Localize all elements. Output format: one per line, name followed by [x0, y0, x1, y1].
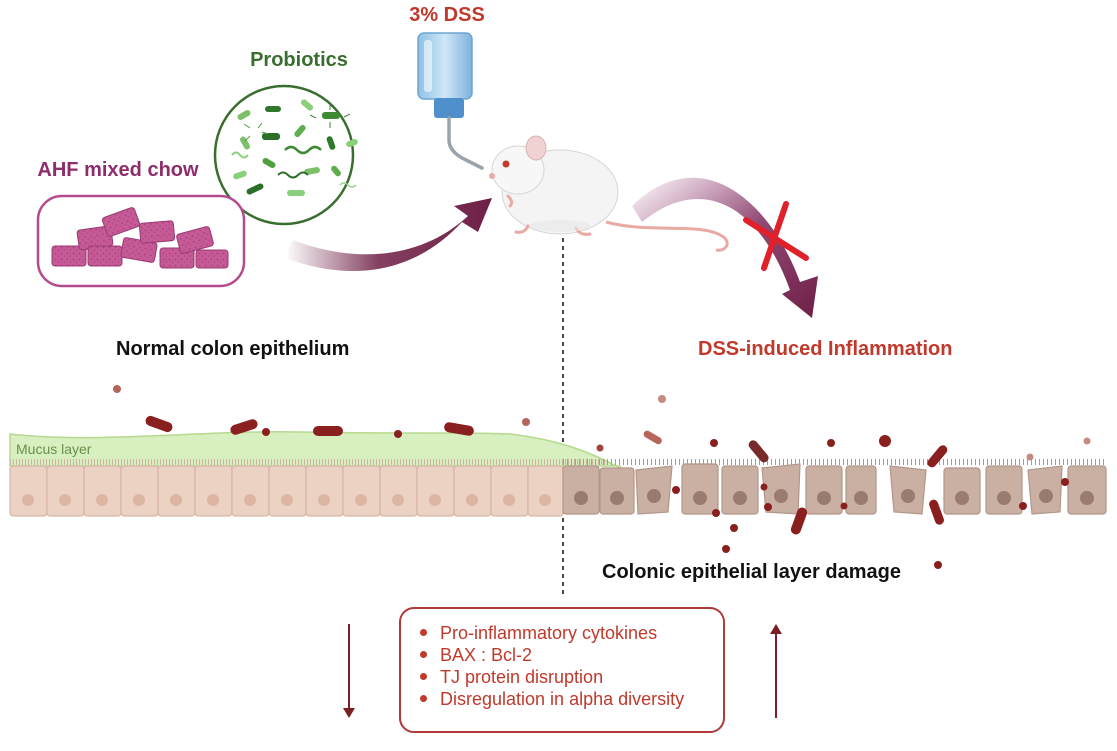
list-item: Pro-inflammatory cytokines [416, 622, 684, 644]
outcome-box [399, 607, 725, 733]
water-bottle-icon [417, 32, 484, 170]
probiotics-bacteria-icon [213, 84, 358, 226]
down-arrow-icon [343, 624, 355, 718]
flow-arrow-left [285, 198, 492, 272]
list-item: Disregulation in alpha diversity [416, 688, 684, 710]
ahf-chow-label: AHF mixed chow [37, 159, 199, 181]
damage-label: Colonic epithelial layer damage [602, 561, 901, 583]
up-arrow-icon [770, 624, 782, 718]
mouse-icon [489, 135, 729, 252]
dss-label: 3% DSS [409, 4, 485, 26]
blocked-cross-icon [743, 201, 809, 271]
bullet-icon [420, 629, 427, 636]
normal-epithelium-cells [9, 431, 621, 517]
bullet-icon [420, 695, 427, 702]
list-item: TJ protein disruption [416, 666, 684, 688]
probiotics-label: Probiotics [250, 49, 348, 71]
damaged-epithelium-cells [562, 459, 1107, 515]
inflammation-label: DSS-induced Inflammation [698, 338, 953, 360]
normal-epithelium-label: Normal colon epithelium [116, 338, 350, 360]
blood-cells [113, 385, 1091, 569]
outcome-list: Pro-inflammatory cytokines BAX : Bcl-2 T… [416, 622, 684, 710]
mucus-layer-label: Mucus layer [16, 441, 92, 457]
bullet-icon [420, 673, 427, 680]
flow-arrow-right [632, 177, 818, 318]
list-item: BAX : Bcl-2 [416, 644, 684, 666]
bullet-icon [420, 651, 427, 658]
ahf-chow-icon [36, 194, 246, 288]
